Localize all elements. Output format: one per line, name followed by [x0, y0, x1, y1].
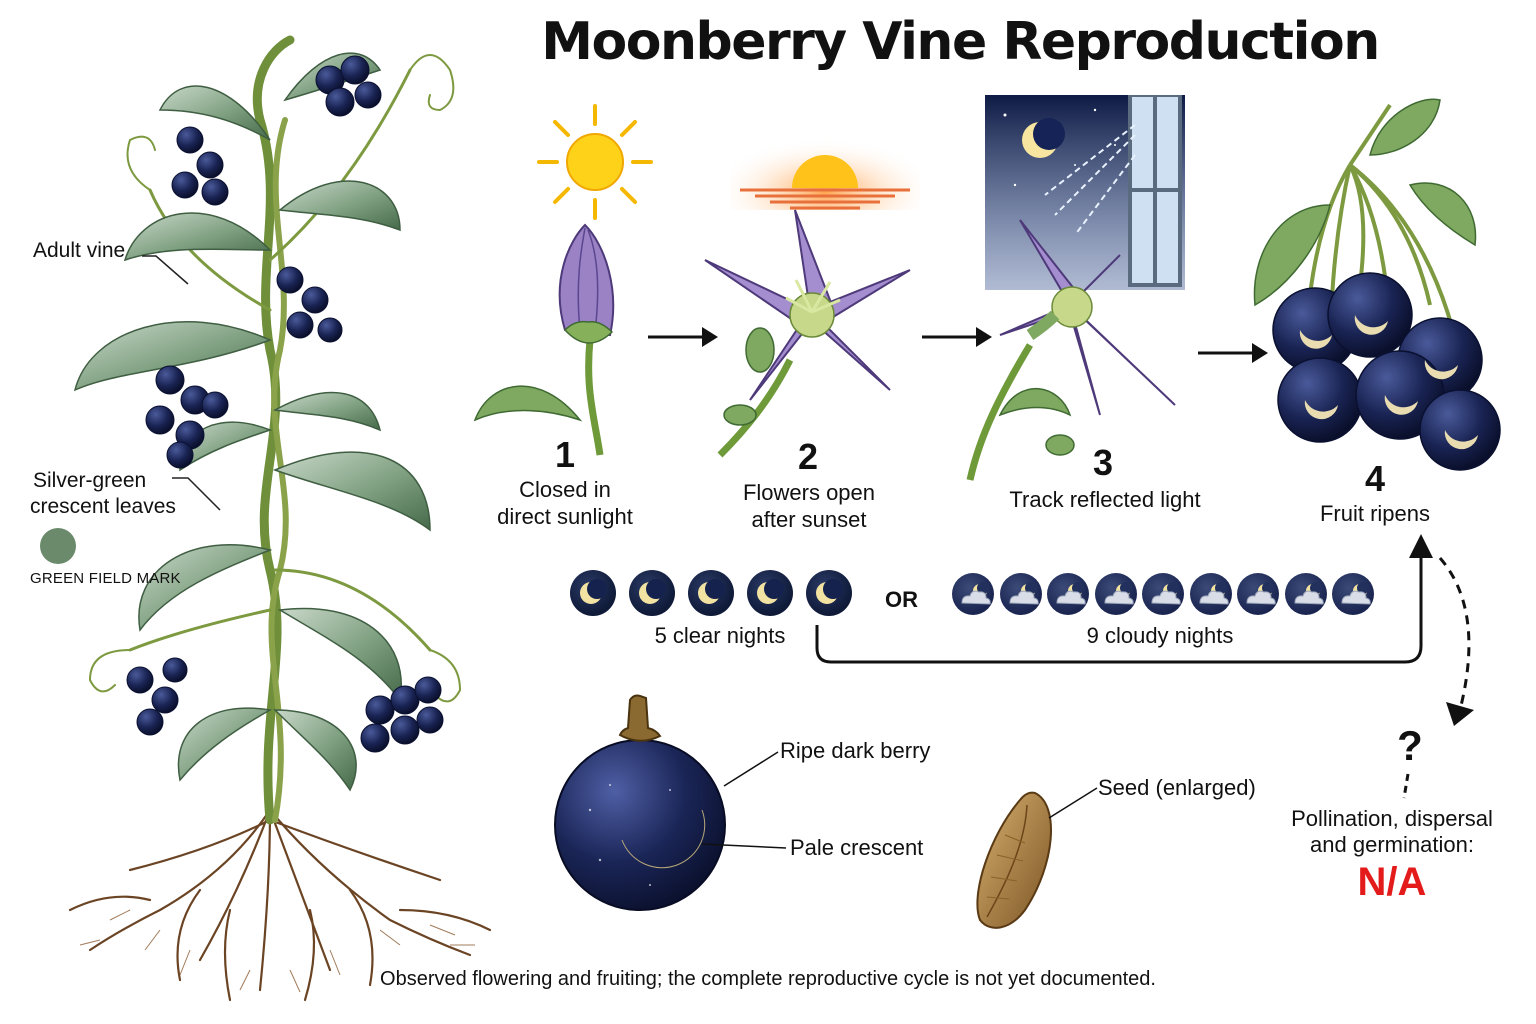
- adult-vine-illustration: [68, 35, 492, 1002]
- clear-nights-label: 5 clear nights: [654, 623, 786, 648]
- unknown-dash-line: [1402, 773, 1410, 799]
- seed-leader: [1048, 787, 1098, 819]
- ripe-berry-label: Ripe dark berry: [780, 738, 931, 763]
- cloudy-night-icon: [1284, 573, 1327, 615]
- leaves-leader-line: [172, 477, 221, 511]
- arrow-1-to-2: [648, 327, 718, 347]
- adult-vine-leader-line: [142, 255, 189, 285]
- footer-text: Observed flowering and fruiting; the com…: [380, 968, 1156, 990]
- clear-night-moon-icon: [688, 570, 734, 616]
- or-label: OR: [885, 587, 918, 612]
- cloudy-night-icon: [1142, 573, 1184, 615]
- crescent-leaves: [73, 52, 431, 792]
- footer-note: Observed flowering and fruiting; the com…: [0, 968, 1536, 991]
- closed-bud-illustration: [473, 223, 615, 456]
- night-window-scene: [985, 95, 1185, 290]
- pale-crescent-label: Pale crescent: [790, 835, 924, 860]
- pale-crescent-leader: [701, 843, 787, 849]
- sunset-icon: [730, 120, 920, 210]
- seed-label: Seed (enlarged): [1098, 775, 1256, 800]
- cloudy-nights-label: 9 cloudy nights: [1086, 623, 1234, 648]
- unknown-stages-line2: and germination:: [1310, 832, 1474, 857]
- berry-clusters: [126, 55, 444, 753]
- cloudy-night-icon: [1047, 573, 1089, 615]
- step-1-text-line1: Closed in: [519, 477, 611, 502]
- clear-night-moon-icon: [806, 570, 852, 616]
- ripe-fruit-cluster-illustration: [1253, 98, 1501, 471]
- leaves-label-line2: crescent leaves: [30, 495, 176, 518]
- roots: [68, 808, 492, 1002]
- cloudy-night-icon: [999, 573, 1042, 615]
- cloudy-night-icon: [1189, 573, 1232, 615]
- cloudy-night-icon: [952, 573, 994, 615]
- ripe-berry-closeup: [554, 694, 726, 911]
- unknown-stages-line1: Pollination, dispersal: [1291, 806, 1493, 831]
- cloudy-night-icon: [1237, 573, 1279, 615]
- open-flower-illustration: [704, 209, 911, 458]
- unknown-question-mark: ?: [1397, 722, 1423, 769]
- clear-night-moon-icon: [629, 570, 675, 616]
- green-field-mark-swatch: [40, 528, 76, 564]
- step-2-number: 2: [797, 436, 819, 477]
- vine-stems: [88, 35, 462, 825]
- seed-illustration: [976, 791, 1052, 929]
- cloudy-night-icon: [1332, 573, 1374, 615]
- nights-to-ripening-arrow: [815, 534, 1433, 664]
- step-4-text-line1: Fruit ripens: [1319, 501, 1431, 526]
- ripe-berry-leader: [723, 751, 779, 787]
- leaves-label-line1: Silver-green: [33, 469, 147, 492]
- clear-night-moon-icon: [747, 570, 793, 616]
- arrow-2-to-3: [922, 327, 992, 347]
- clear-night-moon-icon: [570, 570, 616, 616]
- step-3-text-line1: Track reflected light: [1009, 487, 1201, 512]
- step-4-number: 4: [1364, 458, 1386, 499]
- cloudy-night-icon: [1094, 573, 1137, 615]
- green-field-mark-label: GREEN FIELD MARK: [30, 570, 181, 587]
- page-title: Moonberry Vine Reproduction: [460, 12, 1460, 72]
- tracking-flower-illustration: [966, 219, 1176, 481]
- step-1-number: 1: [554, 434, 576, 475]
- arrow-3-to-4: [1198, 343, 1268, 363]
- unknown-stages-value: N/A: [1357, 860, 1427, 904]
- dashed-arrow-to-unknown: [1438, 557, 1474, 726]
- adult-vine-label: Adult vine: [33, 239, 126, 262]
- step-2-text-line1: Flowers open: [742, 480, 876, 505]
- step-1-text-line2: direct sunlight: [497, 504, 633, 529]
- page-title-text: Moonberry Vine Reproduction: [541, 12, 1380, 72]
- step-3-number: 3: [1092, 442, 1114, 483]
- sun-icon: [537, 104, 653, 220]
- step-2-text-line2: after sunset: [751, 507, 867, 532]
